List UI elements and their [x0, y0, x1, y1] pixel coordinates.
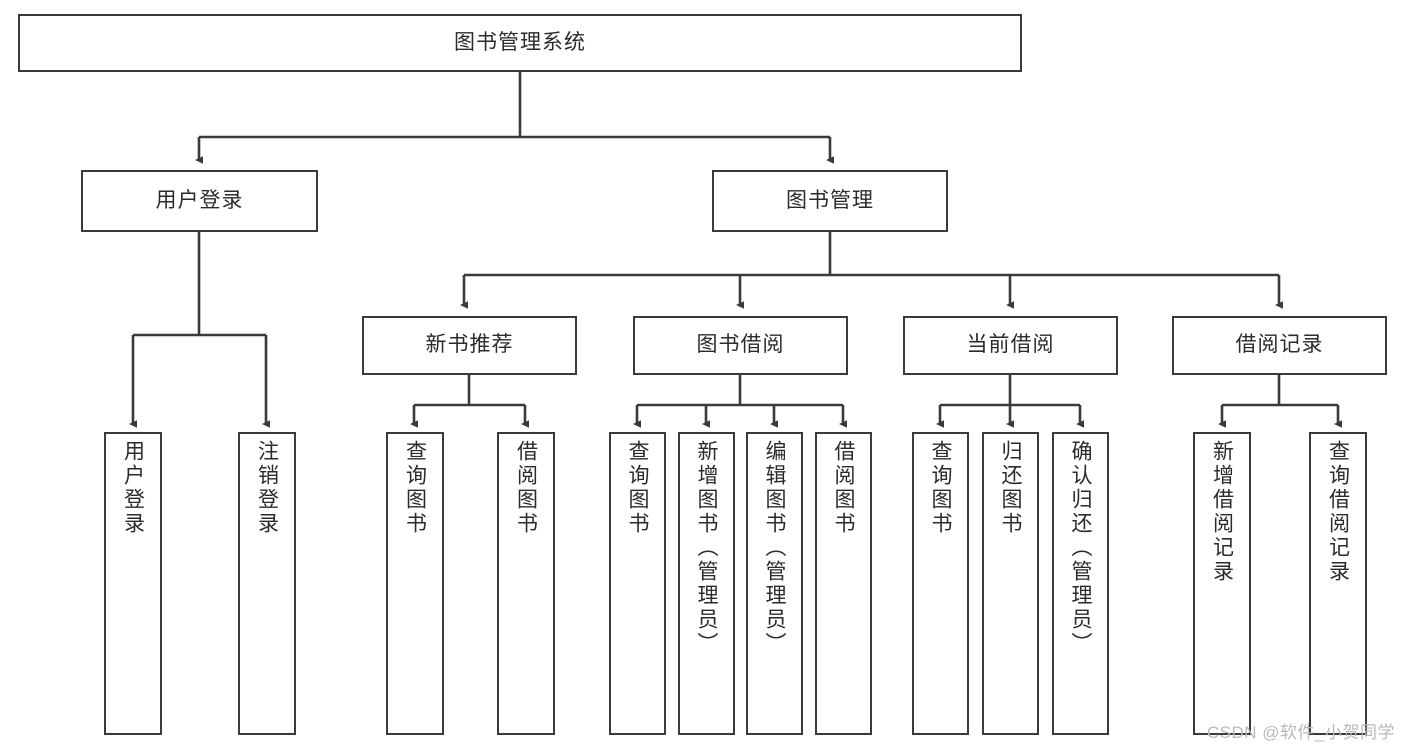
node-leaf-borrow-book[interactable]: 借阅图书	[815, 432, 872, 735]
node-label: 新增借阅记录	[1210, 440, 1234, 584]
node-label: 图书管理	[786, 188, 874, 212]
node-label: 查询借阅记录	[1326, 440, 1350, 584]
node-label: 图书管理系统	[454, 30, 586, 54]
node-label: 确认归还（管理员）	[1069, 440, 1092, 656]
node-label: 新增图书（管理员）	[695, 440, 718, 656]
node-leaf-borrow-book-new[interactable]: 借阅图书	[497, 432, 555, 735]
node-leaf-edit-book-admin[interactable]: 编辑图书（管理员）	[746, 432, 803, 735]
node-label: 图书借阅	[696, 333, 785, 357]
node-leaf-confirm-return-admin[interactable]: 确认归还（管理员）	[1052, 432, 1109, 735]
node-borrow-record[interactable]: 借阅记录	[1172, 316, 1387, 375]
node-leaf-query-book-new[interactable]: 查询图书	[386, 432, 444, 735]
node-new-book-recommend[interactable]: 新书推荐	[362, 316, 577, 375]
node-label: 借阅图书	[514, 440, 538, 536]
node-label: 查询图书	[626, 440, 649, 536]
node-current-borrow[interactable]: 当前借阅	[903, 316, 1118, 375]
node-leaf-query-book-current[interactable]: 查询图书	[912, 432, 969, 735]
node-user-login[interactable]: 用户登录	[81, 170, 318, 232]
node-label: 查询图书	[929, 440, 952, 536]
node-label: 用户登录	[121, 440, 145, 536]
watermark-text: CSDN @软件_小贺同学	[1206, 723, 1395, 742]
node-leaf-logout[interactable]: 注销登录	[238, 432, 296, 735]
node-label: 借阅图书	[832, 440, 855, 536]
node-leaf-query-book-borrow[interactable]: 查询图书	[609, 432, 666, 735]
node-leaf-return-book[interactable]: 归还图书	[982, 432, 1039, 735]
node-label: 归还图书	[999, 440, 1022, 536]
node-label: 新书推荐	[425, 333, 514, 357]
node-book-management[interactable]: 图书管理	[712, 170, 948, 232]
node-label: 注销登录	[255, 440, 279, 536]
node-leaf-add-borrow-record[interactable]: 新增借阅记录	[1193, 432, 1251, 735]
node-leaf-add-book-admin[interactable]: 新增图书（管理员）	[678, 432, 735, 735]
node-label: 当前借阅	[966, 333, 1055, 357]
node-root-book-management-system[interactable]: 图书管理系统	[18, 14, 1022, 72]
node-leaf-query-borrow-record[interactable]: 查询借阅记录	[1309, 432, 1367, 735]
node-label: 查询图书	[403, 440, 427, 536]
node-label: 用户登录	[155, 188, 244, 212]
node-label: 编辑图书（管理员）	[763, 440, 786, 656]
node-label: 借阅记录	[1235, 333, 1324, 357]
node-book-borrow[interactable]: 图书借阅	[633, 316, 848, 375]
node-leaf-user-login[interactable]: 用户登录	[104, 432, 162, 735]
